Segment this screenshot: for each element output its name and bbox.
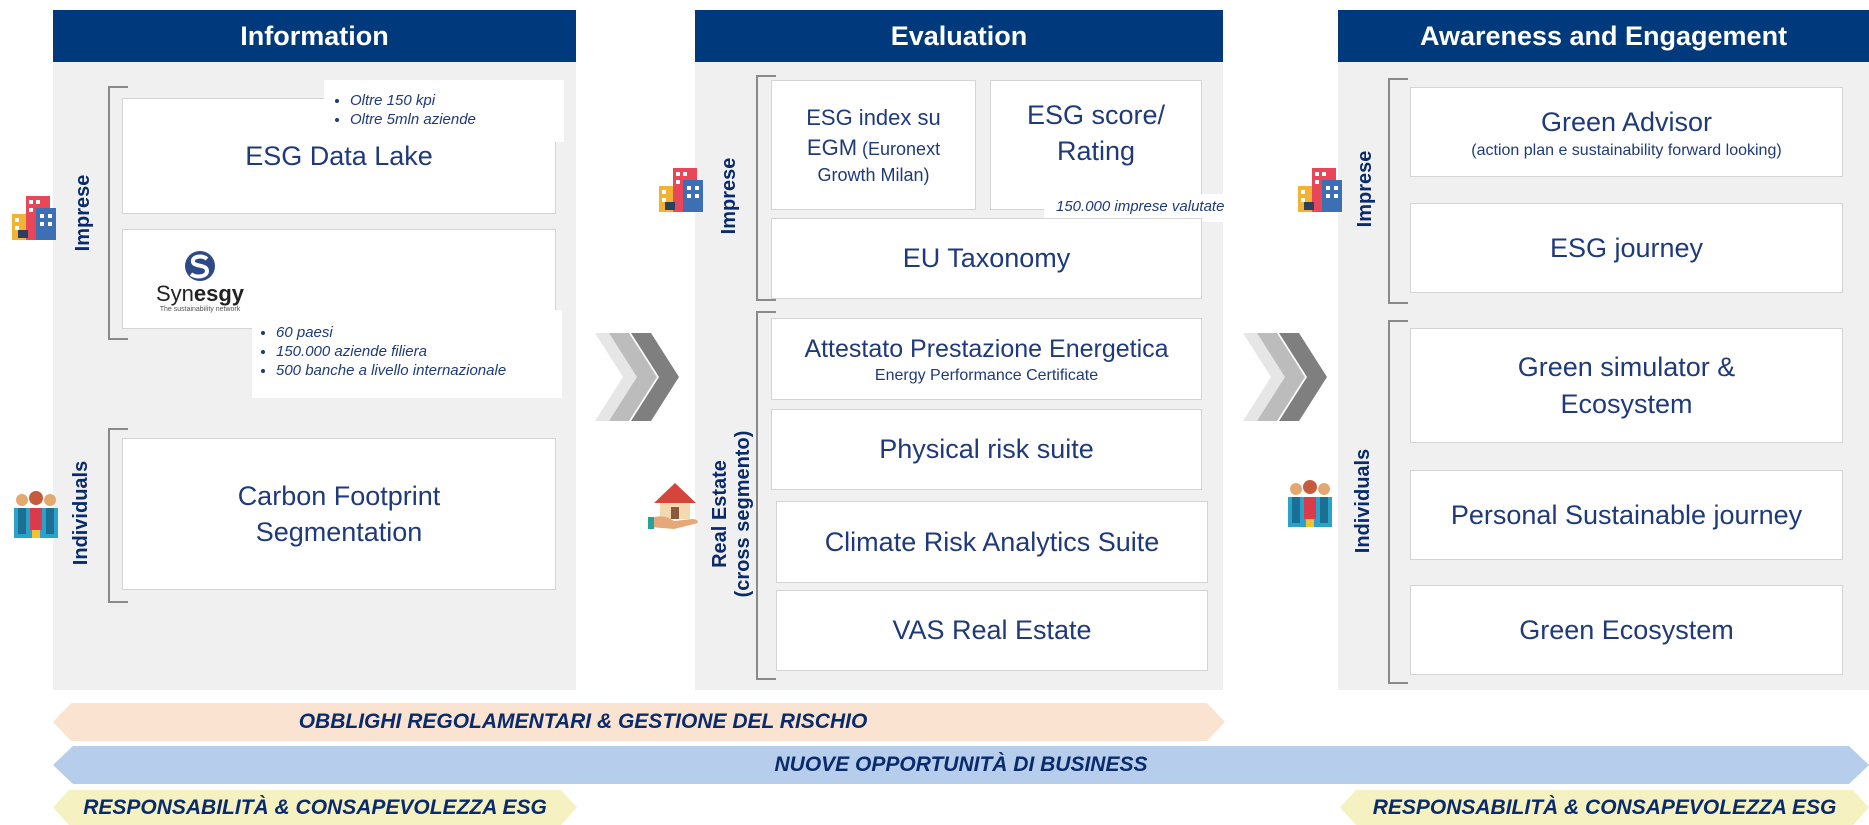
individuals-label: Individuals [1351, 448, 1374, 554]
synesgy-note: 150.000 aziende filiera [276, 343, 556, 360]
building-icon [1296, 162, 1346, 214]
synesgy-s-icon [185, 251, 215, 281]
house-hand-icon [648, 475, 702, 529]
green-advisor-card[interactable]: Green Advisor (action plan e sustainabil… [1410, 87, 1843, 177]
green-simulator-line1: Green simulator & [1517, 352, 1736, 383]
personal-journey-title: Personal Sustainable journey [1450, 499, 1803, 530]
carbon-footprint-line1: Carbon Footprint [237, 480, 441, 511]
building-icon [657, 162, 707, 214]
individuals-bracket [108, 428, 128, 603]
synesgy-logo: Synesgy The sustainability network [140, 248, 260, 320]
responsabilita-left-label: RESPONSABILITÀ & CONSAPEVOLEZZA ESG [83, 795, 547, 819]
imprese-bracket [108, 86, 128, 340]
responsabilita-left-arrow: RESPONSABILITÀ & CONSAPEVOLEZZA ESG [53, 790, 577, 825]
esg-score-card[interactable]: ESG score/ Rating [990, 80, 1202, 210]
imprese-bracket [1388, 78, 1408, 304]
synesgy-note: 500 banche a livello internazionale [276, 362, 556, 379]
imprese-bracket [756, 75, 776, 301]
green-ecosystem-title: Green Ecosystem [1519, 614, 1734, 645]
opportunita-label: NUOVE OPPORTUNITÀ DI BUSINESS [774, 753, 1148, 776]
carbon-footprint-line2: Segmentation [255, 517, 423, 547]
esg-index-line1: ESG index su [806, 105, 941, 131]
evaluation-header: Evaluation [695, 10, 1223, 62]
esg-index-line3: Growth Milan) [817, 164, 930, 185]
esg-score-line1: ESG score/ [1026, 99, 1166, 130]
opportunita-arrow: NUOVE OPPORTUNITÀ DI BUSINESS [53, 746, 1869, 784]
chevron-arrows-icon [595, 333, 681, 421]
carbon-footprint-card[interactable]: Carbon Footprint Segmentation [122, 438, 556, 590]
imprese-label: Imprese [717, 157, 740, 235]
physical-risk-title: Physical risk suite [879, 434, 1094, 465]
imprese-label: Imprese [71, 174, 94, 252]
real-estate-bracket [756, 311, 776, 680]
obblighi-arrow: OBBLIGHI REGOLAMENTARI & GESTIONE DEL RI… [53, 703, 1225, 741]
green-advisor-subtitle: (action plan e sustainability forward lo… [1471, 141, 1782, 159]
esg-journey-title: ESG journey [1549, 232, 1704, 263]
building-icon [10, 190, 60, 242]
chevron-arrows-icon [1243, 333, 1329, 421]
eu-taxonomy-card[interactable]: EU Taxonomy [771, 218, 1202, 299]
real-estate-label: Real Estate(cross segmento) [709, 430, 754, 598]
data-lake-notes: Oltre 150 kpi Oltre 5mln aziende [324, 80, 564, 142]
climate-risk-title: Climate Risk Analytics Suite [824, 526, 1160, 557]
esg-score-line2: Rating [1056, 136, 1136, 166]
obblighi-label: OBBLIGHI REGOLAMENTARI & GESTIONE DEL RI… [298, 710, 868, 733]
green-advisor-title: Green Advisor [1540, 107, 1713, 138]
vas-real-estate-card[interactable]: VAS Real Estate [776, 590, 1208, 671]
responsabilita-right-arrow: RESPONSABILITÀ & CONSAPEVOLEZZA ESG [1340, 790, 1869, 825]
information-header: Information [53, 10, 576, 62]
esg-index-card[interactable]: ESG index su EGM (Euronext Growth Milan) [771, 80, 976, 210]
green-ecosystem-card[interactable]: Green Ecosystem [1410, 585, 1843, 675]
people-icon [12, 488, 60, 540]
physical-risk-card[interactable]: Physical risk suite [771, 409, 1202, 490]
synesgy-wordmark: Synesgy [155, 281, 245, 306]
green-simulator-card[interactable]: Green simulator & Ecosystem [1410, 328, 1843, 443]
synesgy-notes: 60 paesi 150.000 aziende filiera 500 ban… [252, 310, 562, 398]
responsabilita-right-label: RESPONSABILITÀ & CONSAPEVOLEZZA ESG [1372, 795, 1837, 819]
data-lake-note: Oltre 5mln aziende [350, 111, 556, 128]
individuals-label: Individuals [69, 460, 92, 566]
esg-score-note: 150.000 imprese valutate [1044, 194, 1256, 222]
green-simulator-line2: Ecosystem [1560, 388, 1693, 419]
vas-real-estate-title: VAS Real Estate [892, 615, 1092, 646]
people-icon [1286, 477, 1334, 529]
climate-risk-card[interactable]: Climate Risk Analytics Suite [776, 501, 1208, 583]
eu-taxonomy-title: EU Taxonomy [902, 243, 1071, 274]
synesgy-tagline: The sustainability network [159, 306, 241, 314]
imprese-label: Imprese [1353, 150, 1376, 228]
synesgy-note: 60 paesi [276, 324, 556, 341]
personal-journey-card[interactable]: Personal Sustainable journey [1410, 470, 1843, 560]
ape-subtitle: Energy Performance Certificate [874, 366, 1099, 384]
esg-journey-card[interactable]: ESG journey [1410, 203, 1843, 293]
ape-title: Attestato Prestazione Energetica [804, 335, 1169, 364]
data-lake-note: Oltre 150 kpi [350, 92, 556, 109]
esg-data-lake-title: ESG Data Lake [245, 140, 433, 171]
individuals-bracket [1388, 320, 1408, 684]
esg-index-line2: EGM (Euronext [806, 134, 941, 160]
ape-card[interactable]: Attestato Prestazione Energetica Energy … [771, 318, 1202, 400]
awareness-header: Awareness and Engagement [1338, 10, 1869, 62]
